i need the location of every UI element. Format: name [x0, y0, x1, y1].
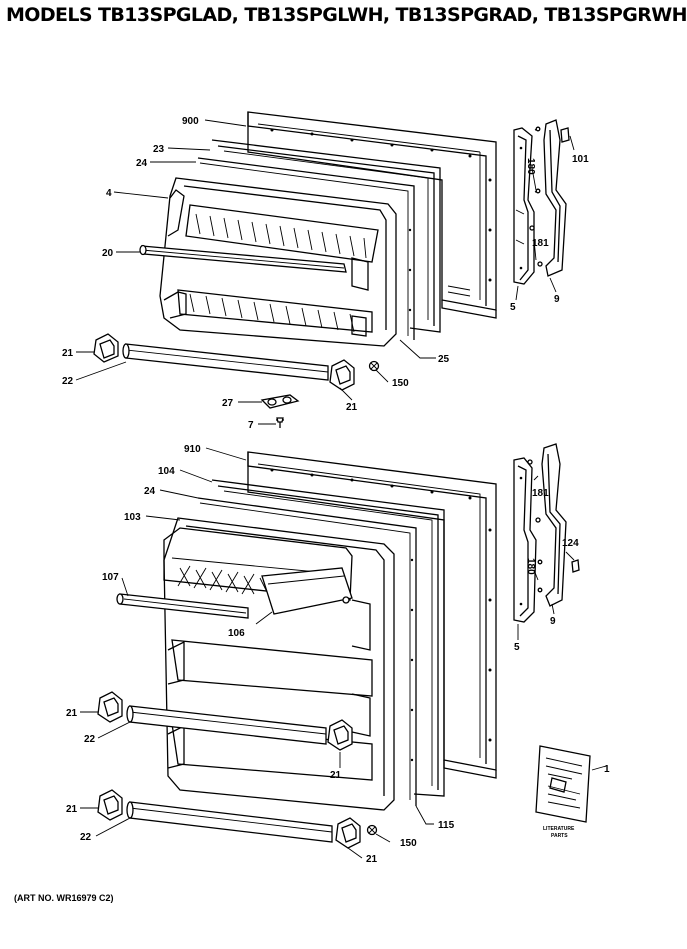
fresh-food-door-gasket[interactable]	[211, 479, 445, 797]
fresh-food-breaker-strip[interactable]	[197, 497, 417, 806]
callout-21-b: 21	[346, 402, 358, 413]
callout-21-d: 21	[330, 770, 342, 781]
callout-24-lower: 24	[144, 486, 156, 497]
fresh-food-shelf-cap-lower-left[interactable]	[97, 789, 123, 821]
freezer-handle-9[interactable]	[543, 119, 567, 277]
literature-caption-line-1: LITERATURE	[543, 826, 575, 832]
callout-20: 20	[102, 248, 114, 259]
callout-5-b: 5	[514, 642, 520, 653]
callout-21-f: 21	[366, 854, 378, 865]
fresh-food-handle-screws-181[interactable]	[527, 459, 541, 523]
fresh-food-handle-plug-124[interactable]	[571, 559, 580, 573]
freezer-door-assembly	[93, 111, 570, 428]
callout-23: 23	[153, 144, 165, 155]
freezer-handle-screws-180[interactable]	[534, 126, 541, 194]
fresh-food-handle-screws-180[interactable]	[537, 559, 543, 593]
bracket-screw[interactable]	[276, 417, 284, 428]
callout-107: 107	[102, 572, 119, 583]
fresh-food-shelf-cap-lower-right[interactable]	[335, 817, 361, 849]
callout-21-e: 21	[66, 804, 78, 815]
freezer-shelf-bar[interactable]	[139, 244, 347, 273]
callout-181-a: 181	[532, 238, 549, 249]
page-title: MODELS TB13SPGLAD, TB13SPGLWH, TB13SPGRA…	[6, 4, 687, 26]
callout-115: 115	[438, 820, 455, 831]
callout-24-upper: 24	[136, 158, 148, 169]
freezer-handle-trim-5[interactable]	[513, 127, 535, 285]
callout-7: 7	[248, 420, 254, 431]
fresh-food-door-shelf-lower[interactable]	[126, 801, 333, 843]
freezer-shelf-end-cap-right[interactable]	[329, 359, 355, 391]
callout-910: 910	[184, 444, 201, 455]
dairy-compartment-door[interactable]	[261, 567, 353, 615]
freezer-handle-plug-101[interactable]	[560, 127, 570, 143]
callout-150-b: 150	[400, 838, 417, 849]
callout-22-a: 22	[62, 376, 74, 387]
freezer-door-shelf[interactable]	[122, 343, 329, 381]
callout-25: 25	[438, 354, 450, 365]
callout-1: 1	[604, 764, 610, 775]
fresh-food-handle-9[interactable]	[541, 443, 567, 607]
callout-9-a: 9	[554, 294, 560, 305]
callout-labels: 900 23 24 4 20 21 22 21 27 7 25 150 101 …	[62, 116, 610, 865]
callout-181-b: 181	[532, 488, 549, 499]
freezer-screw[interactable]	[368, 360, 380, 372]
callout-27: 27	[222, 398, 234, 409]
art-number: (ART NO. WR16979 C2)	[14, 893, 114, 903]
freezer-outer-door-panel[interactable]	[247, 111, 497, 319]
callout-124: 124	[562, 538, 579, 549]
door-stop-bracket[interactable]	[260, 394, 300, 409]
callout-5-a: 5	[510, 302, 516, 313]
callout-180-b: 180	[525, 558, 536, 575]
callout-104: 104	[158, 466, 175, 477]
fresh-food-door-assembly	[97, 443, 580, 849]
freezer-shelf-end-cap-left[interactable]	[93, 333, 119, 363]
callout-22-b: 22	[84, 734, 96, 745]
fresh-food-door-liner[interactable]	[163, 517, 395, 811]
freezer-handle-screws-181[interactable]	[529, 225, 543, 267]
fresh-food-handle-trim-5[interactable]	[513, 457, 537, 623]
fresh-food-screw[interactable]	[366, 824, 378, 836]
exploded-parts-diagram: LITERATURE PARTS	[62, 111, 610, 865]
callout-4: 4	[106, 188, 112, 199]
fresh-food-door-shelf-upper[interactable]	[126, 705, 327, 745]
freezer-breaker-strip[interactable]	[197, 157, 415, 340]
literature-caption-line-2: PARTS	[551, 833, 568, 839]
callout-106: 106	[228, 628, 245, 639]
leader-lines	[75, 119, 607, 859]
callout-150-a: 150	[392, 378, 409, 389]
callout-9-b: 9	[550, 616, 556, 627]
callout-21-c: 21	[66, 708, 78, 719]
callout-22-c: 22	[80, 832, 92, 843]
freezer-door-gasket[interactable]	[211, 139, 441, 333]
callout-101: 101	[572, 154, 589, 165]
fresh-food-shelf-cap-upper-left[interactable]	[97, 691, 123, 723]
callout-103: 103	[124, 512, 141, 523]
callout-180-a: 180	[525, 158, 536, 175]
callout-900: 900	[182, 116, 199, 127]
fresh-food-shelf-cap-upper-right[interactable]	[327, 719, 353, 751]
callout-21-a: 21	[62, 348, 74, 359]
fresh-food-shelf-bar[interactable]	[116, 593, 249, 619]
literature-parts-booklet[interactable]: LITERATURE PARTS	[535, 745, 591, 839]
